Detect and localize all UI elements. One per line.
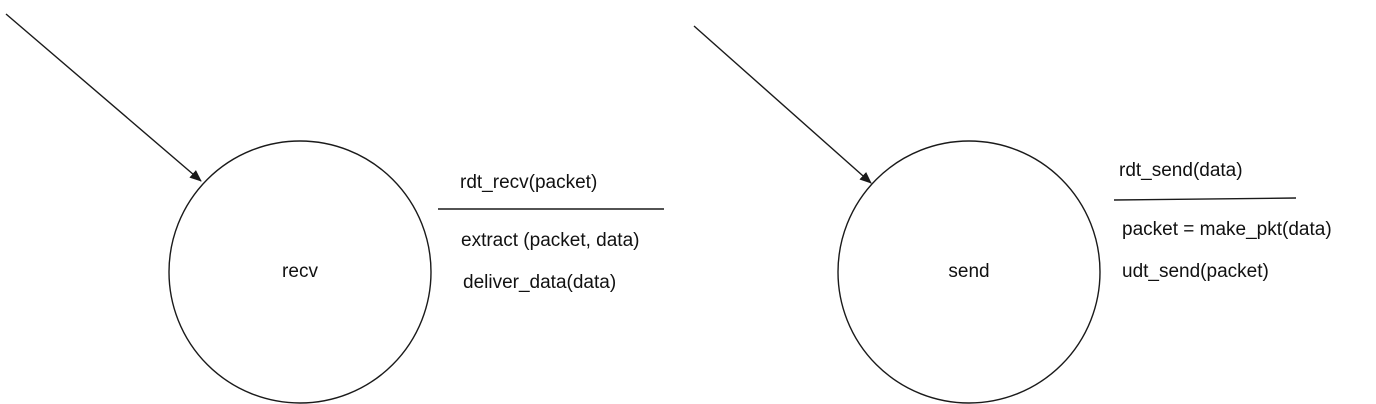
sender-initial-arrow: [693, 25, 872, 184]
sender-transition-divider: [1113, 197, 1297, 201]
receiver-state-circle: [168, 140, 432, 404]
sender-event-label: rdt_send(data): [1119, 160, 1243, 181]
sender-state-name: send: [948, 261, 990, 282]
sender-action-udt-send: udt_send(packet): [1122, 261, 1269, 282]
receiver-state-name: recv: [282, 261, 318, 282]
sender-action-make-pkt: packet = make_pkt(data): [1122, 219, 1332, 240]
receiver-event-label: rdt_recv(packet): [460, 172, 598, 193]
sender-state-circle: [837, 140, 1101, 404]
receiver-action-deliver: deliver_data(data): [463, 272, 617, 293]
receiver-action-extract: extract (packet, data): [461, 230, 640, 251]
receiver-initial-arrow: [5, 13, 202, 182]
